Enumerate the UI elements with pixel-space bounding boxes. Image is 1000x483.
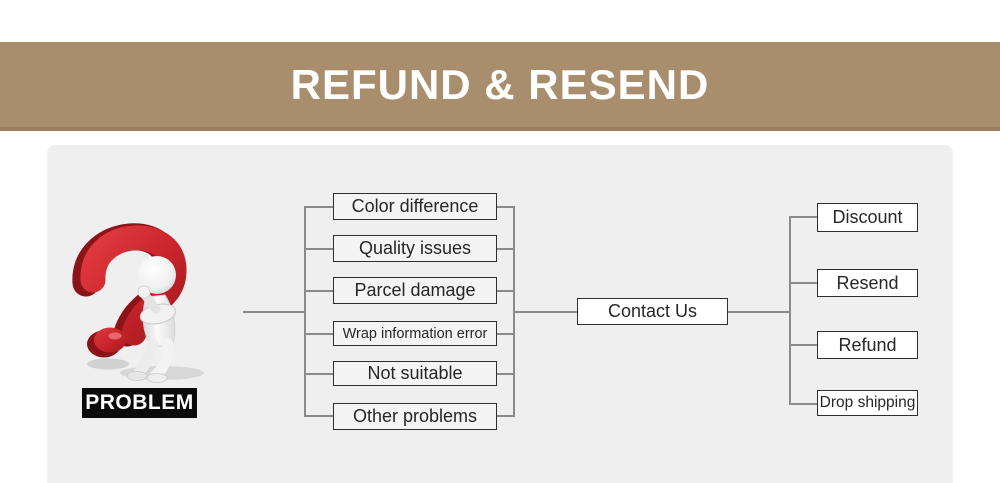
outcome-box-discount: Discount (817, 203, 918, 232)
connector-stub (497, 290, 515, 292)
connector-stub (304, 206, 333, 208)
connector-stub (789, 216, 817, 218)
connector-stub (497, 248, 515, 250)
connector-bracket-problems-left (304, 207, 306, 417)
connector-stub (497, 333, 515, 335)
connector-stub (497, 415, 515, 417)
connector-stub (497, 206, 515, 208)
connector-stub (789, 344, 817, 346)
flowchart-card: PROBLEM Color difference Quality issues … (47, 145, 953, 483)
problem-box-parcel-damage: Parcel damage (333, 277, 497, 304)
connector-stub (789, 282, 817, 284)
problem-box-other-problems: Other problems (333, 403, 497, 430)
question-mark-3d-icon (72, 223, 204, 383)
problem-label: PROBLEM (82, 388, 197, 418)
outcome-box-drop-shipping: Drop shipping (817, 390, 918, 416)
problem-box-color-difference: Color difference (333, 193, 497, 220)
connector-stub (304, 415, 333, 417)
connector-stub (304, 248, 333, 250)
connector-stub (497, 373, 515, 375)
problem-box-wrap-information-error: Wrap information error (333, 321, 497, 346)
hub-box-contact-us: Contact Us (577, 298, 728, 325)
connector-stub (304, 333, 333, 335)
connector-to-hub (515, 311, 577, 313)
connector-stub (789, 403, 817, 405)
page-title: REFUND & RESEND (290, 60, 710, 108)
connector-main-left (243, 311, 305, 313)
outcome-box-refund: Refund (817, 331, 918, 359)
thinking-person-icon (126, 256, 177, 383)
problem-illustration (60, 203, 225, 393)
connector-from-hub (728, 311, 790, 313)
problem-box-not-suitable: Not suitable (333, 361, 497, 386)
outcome-box-resend: Resend (817, 269, 918, 297)
problem-box-quality-issues: Quality issues (333, 235, 497, 262)
header-banner: REFUND & RESEND (0, 42, 1000, 131)
connector-stub (304, 373, 333, 375)
connector-stub (304, 290, 333, 292)
connector-bracket-outcomes (789, 217, 791, 405)
connector-bracket-problems-right (513, 207, 515, 417)
